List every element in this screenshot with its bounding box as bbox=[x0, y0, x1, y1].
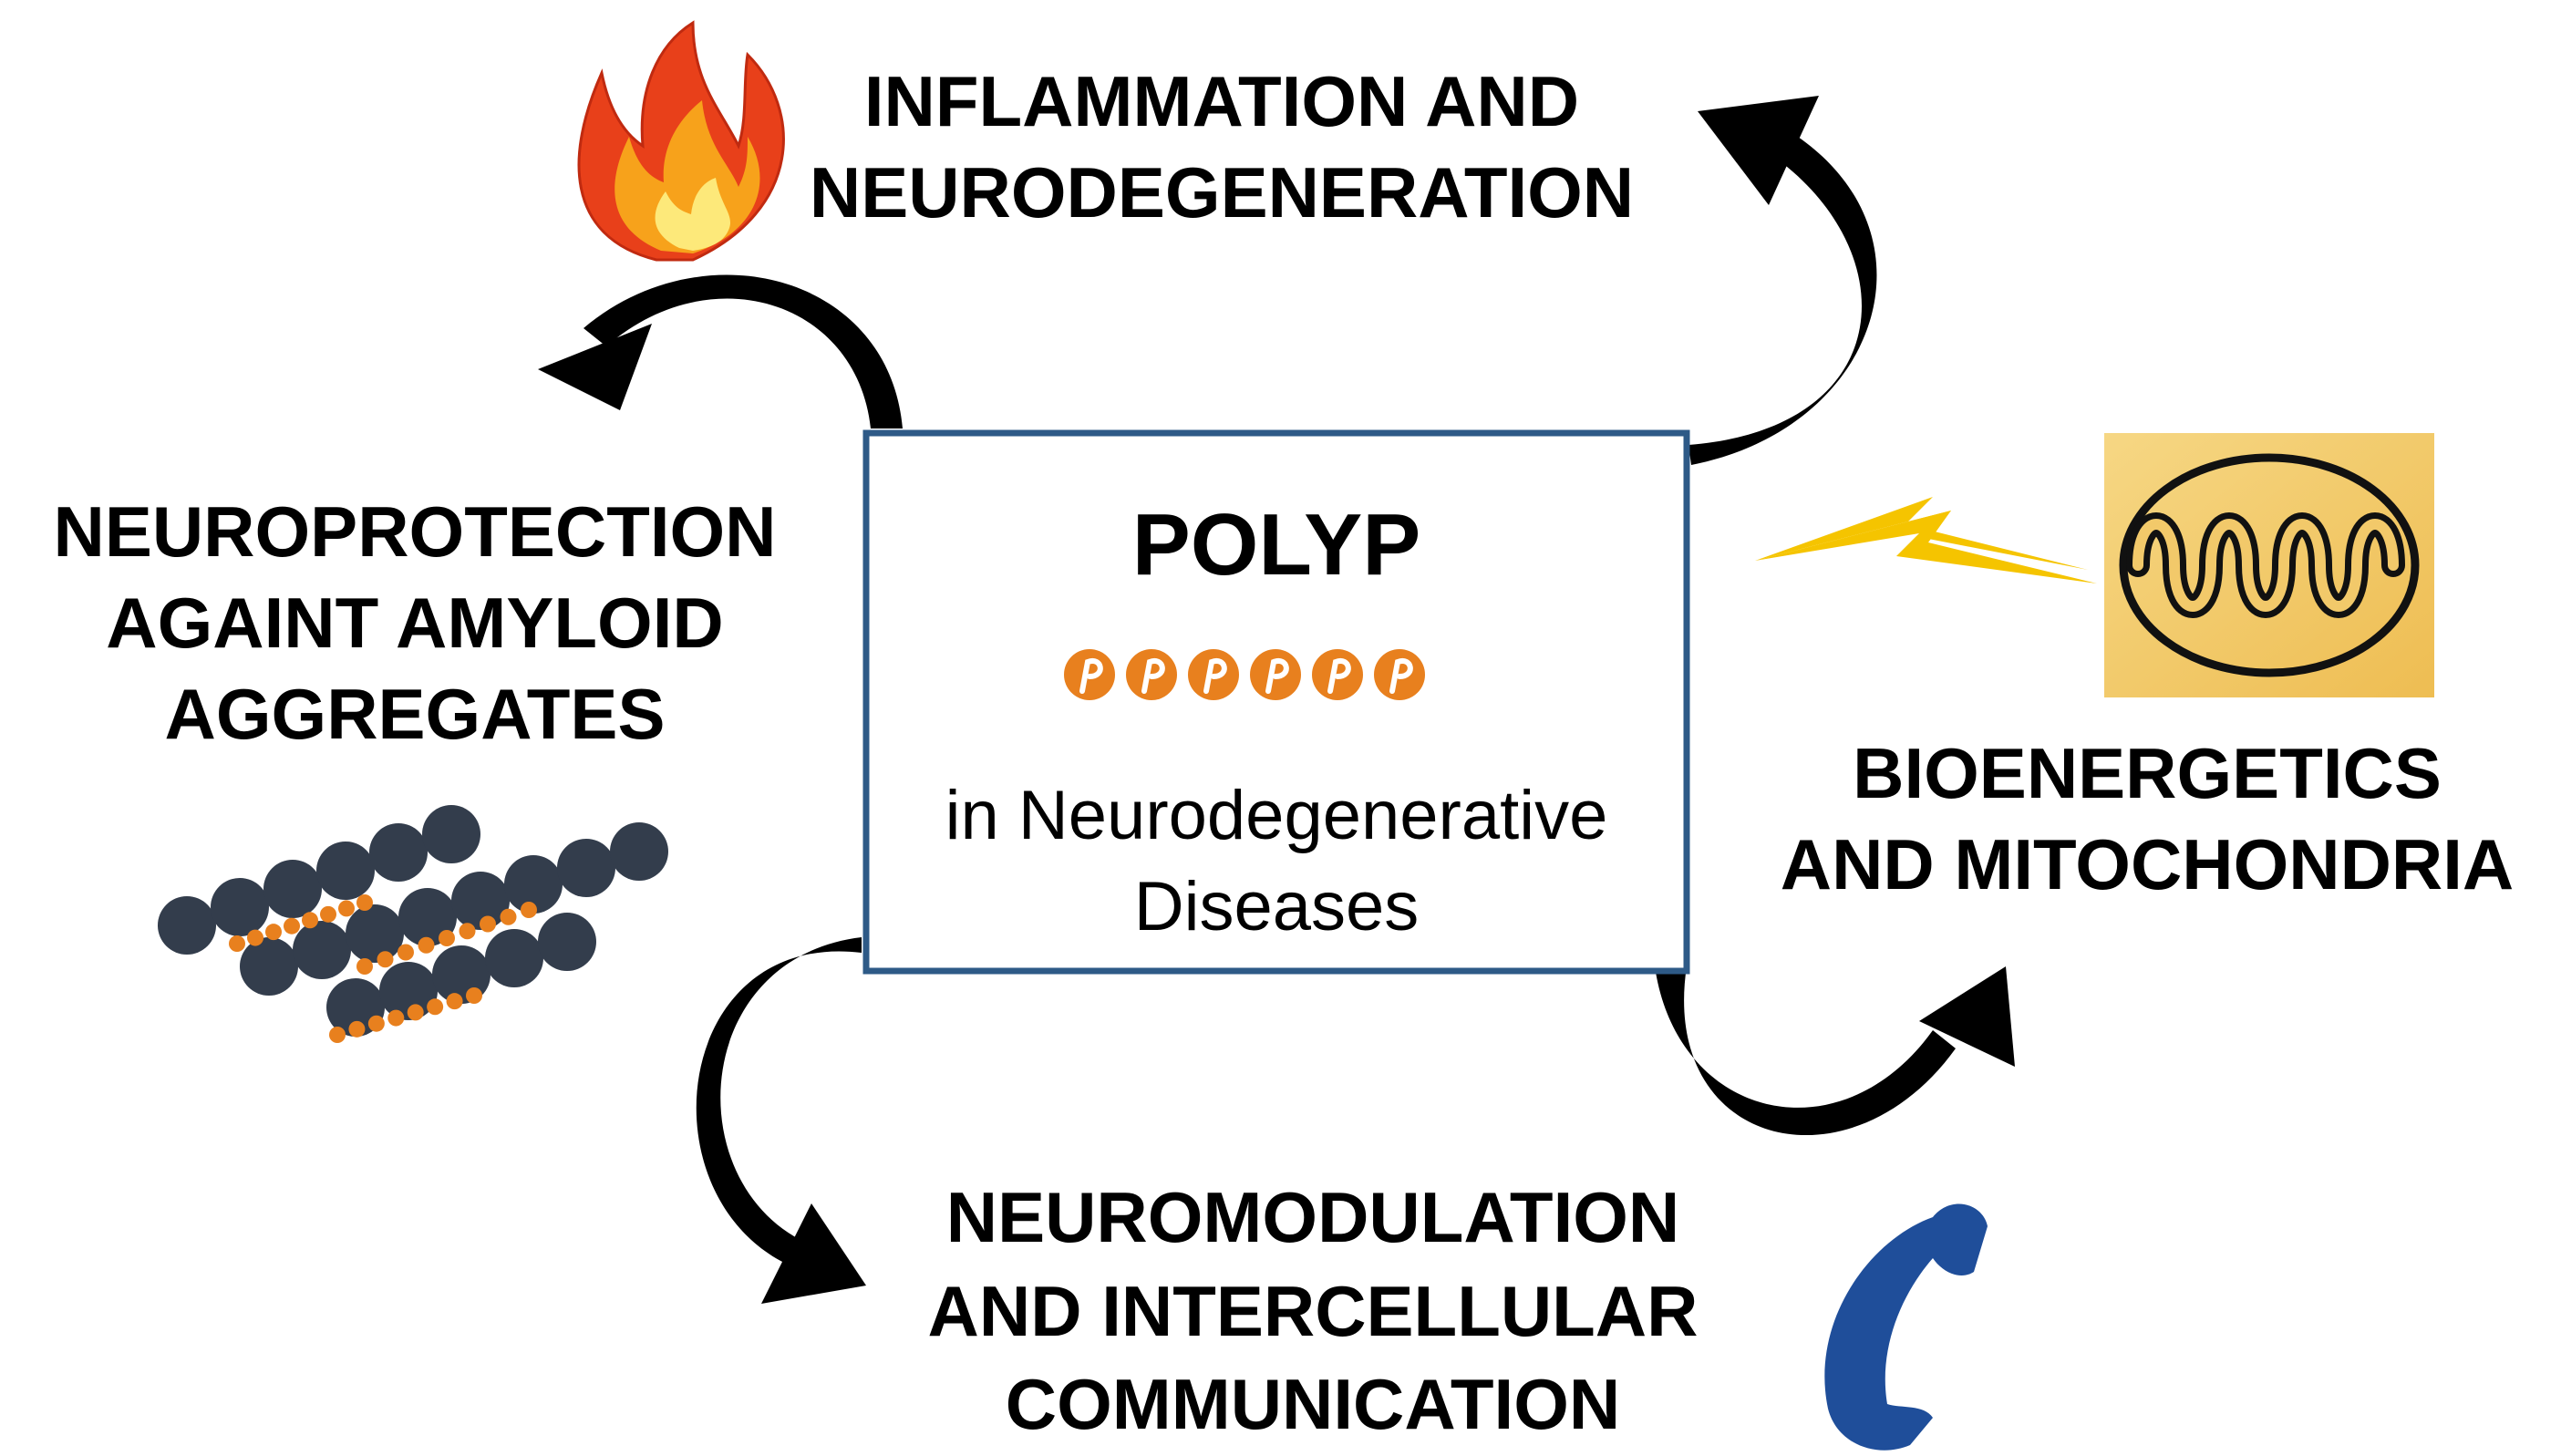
topic-neuroprotection: NEUROPROTECTION AGAINT AMYLOID AGGREGATE… bbox=[53, 491, 777, 1043]
arrow-to-inflammation bbox=[1688, 96, 1877, 465]
topic-bioenergetics: BIOENERGETICS AND MITOCHONDRIA bbox=[1755, 433, 2514, 904]
polyp-dot bbox=[367, 1015, 385, 1032]
polyp-dot bbox=[320, 905, 336, 923]
polyp-dot bbox=[247, 929, 263, 946]
amyloid-aggregate-icon bbox=[158, 805, 668, 1043]
amyloid-bead bbox=[538, 913, 596, 971]
phosphate-bead bbox=[1188, 649, 1239, 700]
polyp-dot bbox=[356, 958, 373, 975]
phosphate-bead bbox=[1064, 649, 1115, 700]
amyloid-bead bbox=[557, 839, 615, 897]
amyloid-bead bbox=[369, 823, 428, 882]
amyloid-bead bbox=[504, 855, 563, 914]
arrow-to-neuromodulation bbox=[696, 937, 866, 1304]
amyloid-bead bbox=[263, 860, 322, 918]
flame-icon bbox=[577, 20, 785, 262]
phosphate-bead bbox=[1374, 649, 1425, 700]
phosphate-bead bbox=[1312, 649, 1363, 700]
polyp-dot bbox=[521, 902, 537, 918]
topic-inflammation: INFLAMMATION AND NEURODEGENERATION bbox=[577, 20, 1634, 262]
center-title: POLYP bbox=[1132, 496, 1421, 594]
polyp-dot bbox=[302, 912, 318, 929]
amyloid-bead bbox=[293, 921, 351, 979]
amyloid-bead bbox=[485, 929, 543, 987]
center-subtitle-line1: in Neurodegenerative bbox=[945, 777, 1608, 854]
amyloid-bead bbox=[379, 962, 438, 1020]
polyp-dot bbox=[284, 917, 300, 935]
topic-neuromodulation: NEUROMODULATION AND INTERCELLULAR COMMUN… bbox=[928, 1177, 1988, 1451]
amyloid-bead bbox=[211, 878, 269, 936]
neuromodulation-label-line3: COMMUNICATION bbox=[1006, 1364, 1620, 1444]
polyp-dot bbox=[407, 1004, 424, 1021]
mitochondrion-icon bbox=[2104, 433, 2434, 697]
neuroprotection-label-line1: NEUROPROTECTION bbox=[53, 491, 776, 572]
polyp-dot bbox=[480, 915, 496, 933]
polyp-dot bbox=[418, 936, 435, 954]
amyloid-bead bbox=[610, 822, 668, 881]
polyp-dot bbox=[229, 935, 245, 952]
polyp-dot bbox=[265, 924, 282, 941]
amyloid-bead bbox=[240, 937, 298, 996]
neuromodulation-label-line1: NEUROMODULATION bbox=[946, 1177, 1680, 1257]
polyp-dot bbox=[398, 944, 414, 961]
polyp-dot bbox=[356, 894, 373, 911]
center-subtitle-line2: Diseases bbox=[1134, 868, 1420, 945]
phosphate-bead bbox=[1126, 649, 1177, 700]
center-box-border bbox=[862, 429, 1690, 975]
inflammation-label-line2: NEURODEGENERATION bbox=[810, 152, 1634, 232]
arrow-to-bioenergetics bbox=[1655, 966, 2015, 1136]
amyloid-bead bbox=[158, 896, 216, 955]
bioenergetics-label-line2: AND MITOCHONDRIA bbox=[1781, 824, 2515, 904]
amyloid-bead bbox=[316, 842, 375, 900]
neuroprotection-label-line2: AGAINT AMYLOID bbox=[106, 583, 723, 663]
polyp-dot bbox=[377, 951, 394, 968]
polyp-dot bbox=[439, 930, 455, 946]
neuroprotection-label-line3: AGGREGATES bbox=[165, 674, 666, 754]
amyloid-bead bbox=[346, 904, 404, 963]
lightning-bolt-icon bbox=[1755, 497, 2097, 583]
polyp-dot bbox=[348, 1020, 366, 1038]
polyp-dot bbox=[446, 993, 463, 1010]
polyp-dot bbox=[500, 908, 517, 925]
polyp-dot bbox=[387, 1009, 405, 1027]
cycle-arrows bbox=[538, 96, 2015, 1304]
center-box: POLYP in Neurodegenerative Diseases bbox=[862, 429, 1690, 975]
polyp-dot bbox=[329, 1027, 346, 1043]
inflammation-label-line1: INFLAMMATION AND bbox=[864, 61, 1579, 141]
polyp-dot bbox=[427, 998, 444, 1016]
bioenergetics-label-line1: BIOENERGETICS bbox=[1853, 733, 2442, 813]
neuromodulation-label-line2: AND INTERCELLULAR bbox=[928, 1271, 1699, 1351]
polyp-dot bbox=[466, 987, 482, 1004]
amyloid-bead bbox=[422, 805, 480, 863]
phosphate-bead bbox=[1250, 649, 1301, 700]
polyphosphate-chain-icon bbox=[1064, 649, 1425, 700]
telephone-icon bbox=[1824, 1203, 1988, 1451]
polyp-dot bbox=[459, 923, 476, 940]
arrow-to-neuroprotection bbox=[538, 274, 903, 429]
amyloid-bead bbox=[451, 872, 510, 930]
polyp-dot bbox=[338, 900, 355, 917]
